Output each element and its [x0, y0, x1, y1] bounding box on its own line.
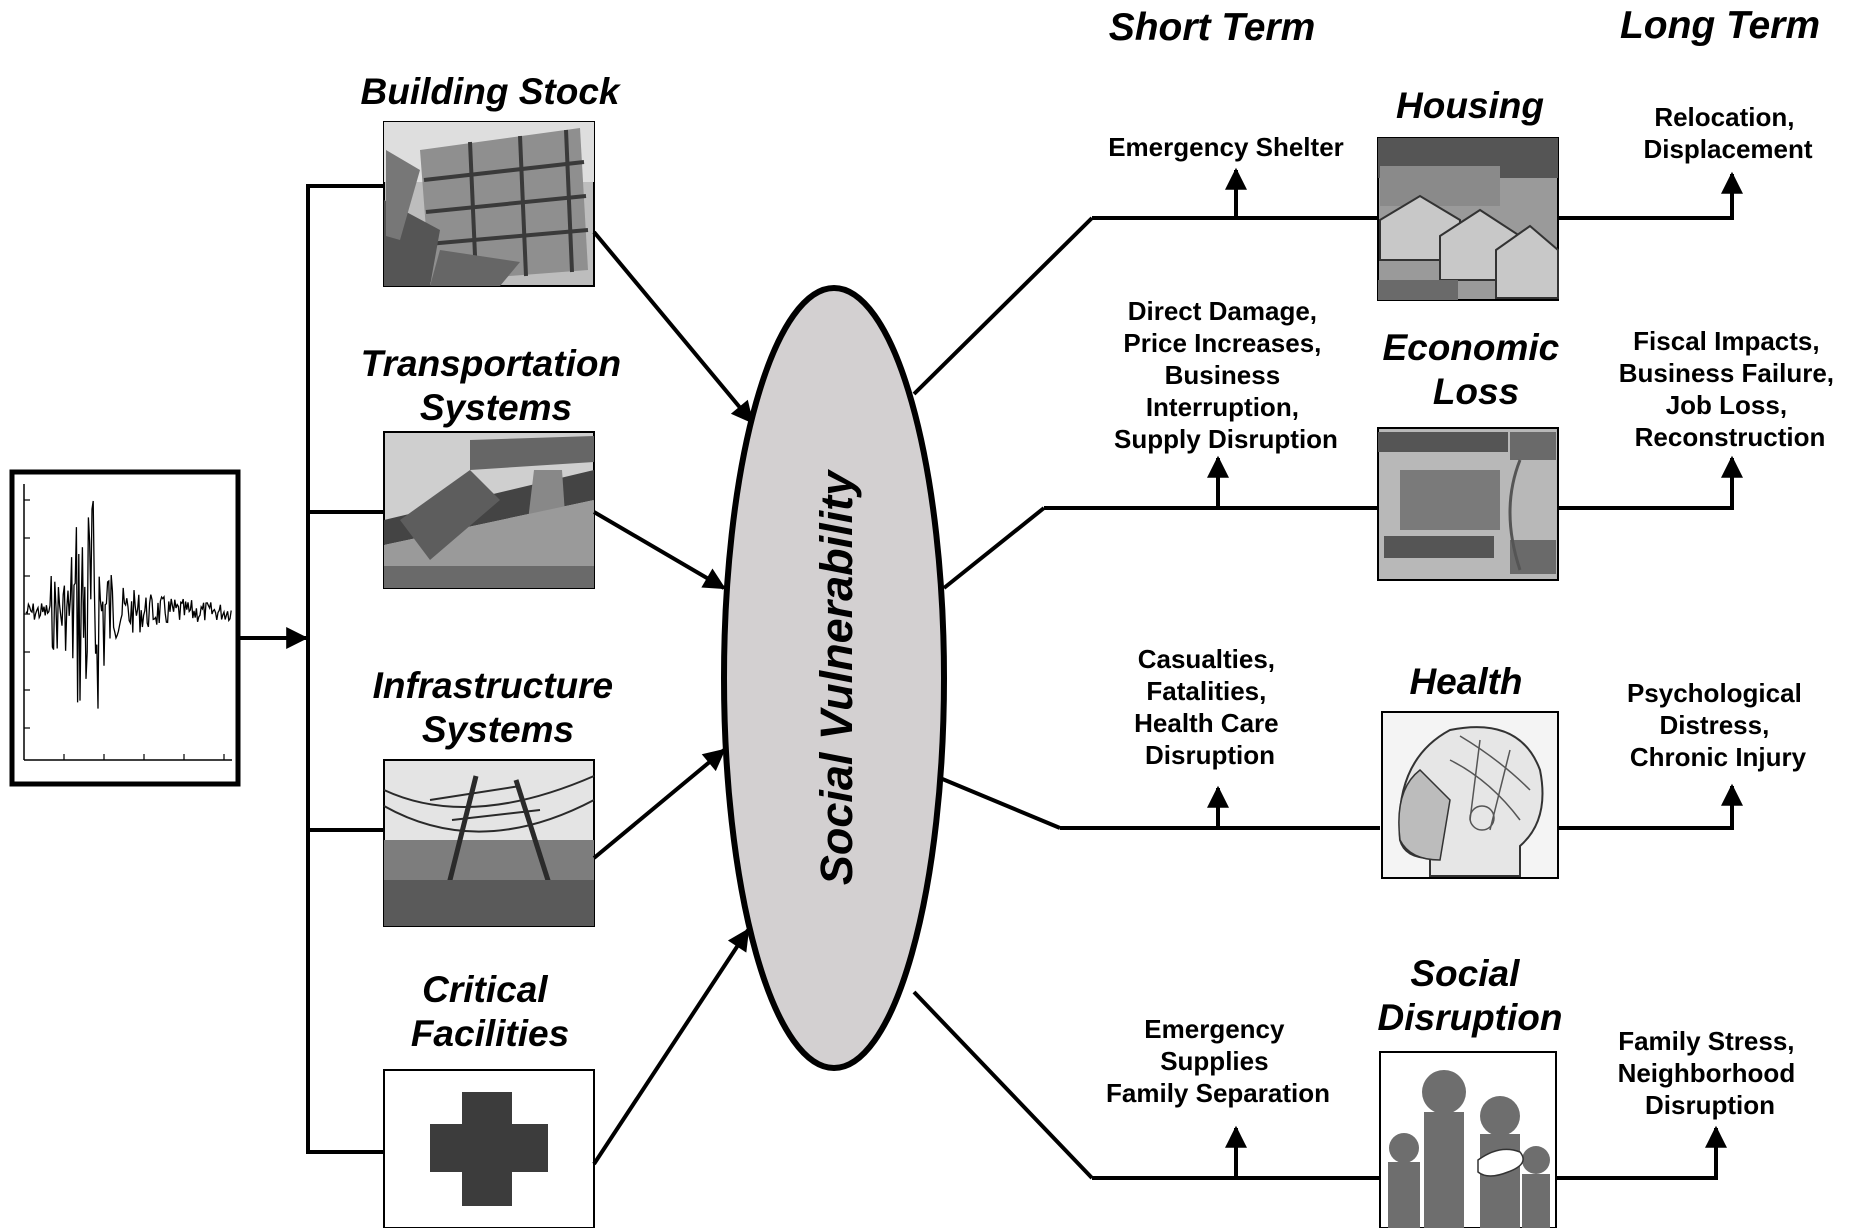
hazard-systems: Building Stock Transportation Systems In… [361, 71, 632, 1228]
input-bracket [238, 184, 384, 1154]
medical-cross-icon [383, 1069, 595, 1228]
phrenology-head-illustration [1381, 711, 1559, 879]
housing-short-term: Emergency Shelter [1108, 132, 1344, 162]
social-vulnerability-label: Social Vulnerability [811, 469, 862, 885]
seismogram-panel [9, 469, 241, 787]
output-connectors [912, 216, 1732, 1180]
social-long-term: Family Stress, Neighborhood Disruption [1618, 1026, 1803, 1120]
long-term-header: Long Term [1620, 4, 1820, 47]
impact-domains: Housing Economic Loss Health Social Disr… [1106, 85, 1842, 1228]
economic-short-term: Direct Damage, Price Increases, Business… [1114, 296, 1338, 454]
seismogram-trace [25, 500, 232, 709]
social-vulnerability-node: Social Vulnerability [721, 285, 947, 1071]
housing-long-term: Relocation, Displacement [1643, 102, 1812, 164]
toppled-power-lines-photo [383, 759, 595, 927]
transportation-systems-title: Transportation Systems [361, 343, 632, 428]
row-houses-photo [1377, 137, 1559, 301]
health-long-term: Psychological Distress, Chronic Injury [1627, 678, 1809, 772]
short-term-header: Short Term [1109, 6, 1316, 49]
input-arrows [592, 230, 754, 1166]
hundred-dollar-bill-photo [1377, 427, 1559, 581]
social-short-term: Emergency Supplies Family Separation [1106, 1014, 1330, 1108]
critical-facilities-title: Critical Facilities [411, 969, 569, 1054]
infrastructure-systems-title: Infrastructure Systems [373, 665, 624, 750]
economic-long-term: Fiscal Impacts, Business Failure, Job Lo… [1619, 326, 1842, 452]
up-arrows [1207, 167, 1743, 1180]
collapsed-freeway-photo [383, 431, 595, 589]
seismogram-axes [23, 484, 232, 761]
health-title: Health [1409, 661, 1522, 702]
family-silhouette-icon [1379, 1051, 1557, 1228]
health-short-term: Casualties, Fatalities, Health Care Disr… [1134, 644, 1286, 770]
collapsed-building-photo [383, 121, 595, 287]
housing-title: Housing [1396, 85, 1544, 126]
economic-loss-title: Economic Loss [1382, 327, 1569, 412]
building-stock-title: Building Stock [361, 71, 622, 112]
social-disruption-title: Social Disruption [1378, 953, 1563, 1038]
